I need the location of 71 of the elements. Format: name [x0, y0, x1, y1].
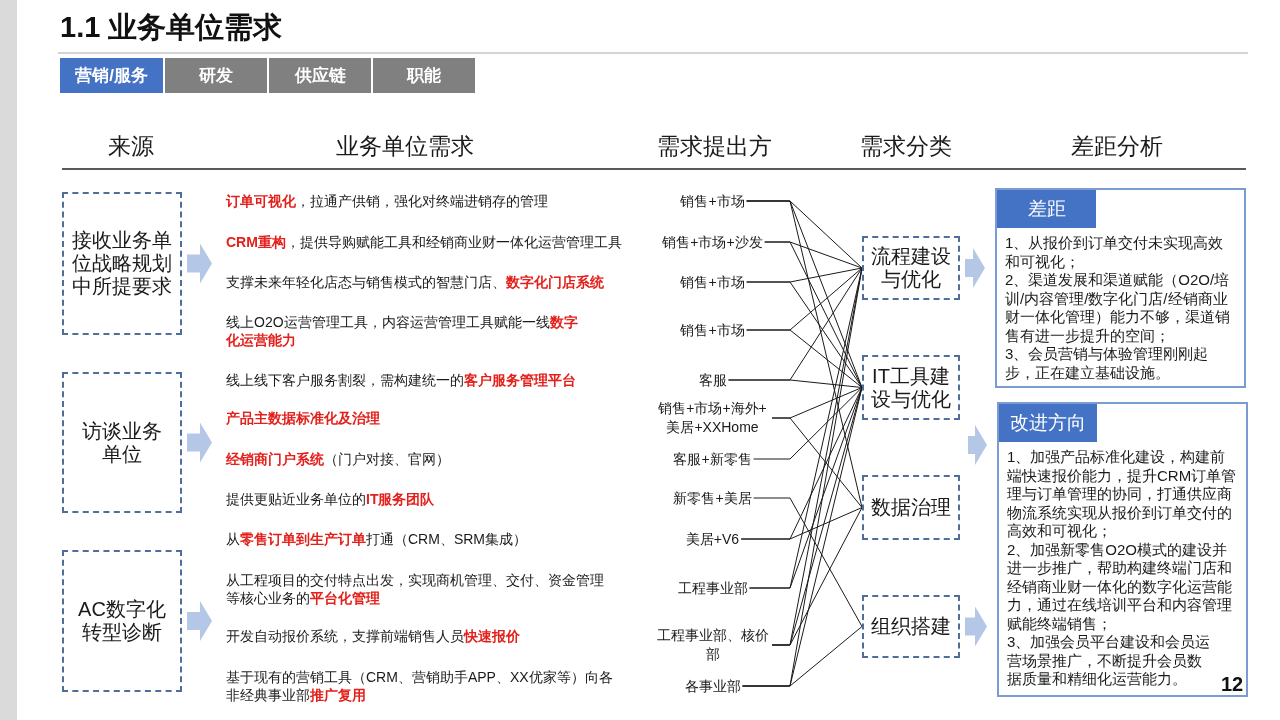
- category-text: IT工具建设与优化: [870, 364, 952, 411]
- column-header: 差距分析: [1071, 132, 1163, 160]
- tab: 供应链: [269, 58, 371, 93]
- requirement-text: 基于现有的营销工具（CRM、营销助手APP、XX优家等）向各非经典事业部推广复用: [226, 668, 618, 704]
- panel-item-text: 2、加强新零售O2O模式的建设并进一步推广，帮助构建终端门店和经销商业财一体化的数字化运营能力，通过在线培训平台和内容管理赋能终端销售；: [1007, 540, 1233, 633]
- requirement-text: 产品主数据标准化及治理: [226, 409, 380, 427]
- category-box: [862, 475, 960, 540]
- tab: 职能: [373, 58, 475, 93]
- panel-heading: 差距: [997, 190, 1096, 228]
- category-text: 组织搭建: [871, 615, 951, 638]
- side-band: [0, 0, 17, 720]
- column-header: 需求提出方: [656, 132, 772, 160]
- category-box: [862, 236, 960, 300]
- category-box: [862, 595, 960, 658]
- connector-line: [771, 417, 863, 508]
- page-number: 12: [1221, 672, 1244, 696]
- connector-line: [746, 329, 863, 388]
- requirement-text: 从零售订单到生产订单打通（CRM、SRM集成）: [226, 530, 527, 548]
- requirement-text: 订单可视化，拉通产供销，强化对终端进销存的管理: [226, 192, 548, 210]
- connector-line: [728, 379, 863, 388]
- proposer-text: 工程事业部: [677, 578, 748, 598]
- panel-heading: 改进方向: [999, 404, 1097, 442]
- panel-item-text: 1、从报价到订单交付未实现高效和可视化；: [1005, 234, 1225, 271]
- proposer-text: 销售+市场: [680, 320, 745, 340]
- tab: 营销/服务: [60, 58, 163, 93]
- analysis-panel: [997, 402, 1248, 697]
- requirement-text: CRM重构，提供导购赋能工具和经销商业财一体化运营管理工具: [226, 233, 622, 251]
- proposer-text: 销售+市场: [680, 191, 745, 211]
- proposer-text: 各事业部: [684, 676, 741, 696]
- requirement-text: 线上O2O运营管理工具，内容运营管理工具赋能一线数字化运营能力: [226, 313, 584, 349]
- column-header: 来源: [108, 132, 154, 160]
- proposer-text: 销售+市场+海外+美居+XXHome: [655, 399, 770, 437]
- panel-item-text: 1、加强产品标准化建设，构建前端快速报价能力，提升CRM订单管理与订单管理的协同，打通供应商物流系统实现从报价到订单交付的高效和可视化；: [1007, 448, 1238, 541]
- source-box: [62, 192, 182, 335]
- connector-line: [746, 281, 863, 388]
- source-text: AC数字化转型诊断: [77, 598, 167, 644]
- connector-line: [764, 241, 863, 388]
- proposer-text: 销售+市场: [680, 272, 745, 292]
- page-title: 1.1 业务单位需求: [60, 10, 283, 45]
- proposer-text: 工程事业部、核价部: [655, 626, 770, 664]
- panel-item-text: 3、会员营销与体验管理刚刚起步，正在建立基础设施。: [1005, 345, 1210, 382]
- source-text: 接收业务单位战略规划中所提要求: [71, 229, 173, 298]
- panel-item-text: 2、渠道发展和渠道赋能（O2O/培训/内容管理/数字化门店/经销商业财一体化管理）能力不够，渠道销售有进一步提升的空间；: [1005, 271, 1231, 345]
- panel-item-text: 3、加强会员平台建设和会员运营场景推广，不断提升会员数据质量和精细化运营能力。: [1007, 633, 1212, 689]
- source-box: [62, 372, 182, 513]
- column-header: 业务单位需求: [336, 132, 474, 160]
- requirement-text: 从工程项目的交付特点出发，实现商机管理、交付、资金管理等核心业务的平台化管理: [226, 571, 611, 607]
- proposer-text: 销售+市场+沙发: [662, 232, 763, 252]
- requirement-text: 经销商门户系统（门户对接、官网）: [226, 450, 450, 468]
- requirement-text: 提供更贴近业务单位的IT服务团队: [226, 490, 435, 508]
- proposer-text: 客服: [698, 370, 727, 390]
- tab: 研发: [165, 58, 267, 93]
- proposer-text: 客服+新零售: [673, 449, 752, 469]
- connector-line: [771, 507, 863, 646]
- source-box: [62, 550, 182, 692]
- connector-line: [753, 387, 863, 460]
- requirement-text: 开发自动报价系统，支撑前端销售人员快速报价: [226, 627, 520, 645]
- connector-line: [746, 200, 863, 508]
- requirement-text: 支撑未来年轻化店态与销售模式的智慧门店、数字化门店系统: [226, 273, 604, 291]
- connector-line: [742, 626, 863, 687]
- category-text: 流程建设与优化: [870, 245, 952, 291]
- category-text: 数据治理: [871, 496, 951, 519]
- column-header: 需求分类: [860, 132, 952, 160]
- category-box: [862, 355, 960, 420]
- connector-line: [740, 507, 863, 540]
- requirement-text: 线上线下客户服务割裂，需构建统一的客户服务管理平台: [226, 371, 576, 389]
- connector-line: [753, 497, 863, 627]
- proposer-text: 美居+V6: [685, 529, 740, 549]
- analysis-panel: [995, 188, 1246, 388]
- source-text: 访谈业务单位: [81, 419, 163, 466]
- proposer-text: 新零售+美居: [673, 488, 752, 508]
